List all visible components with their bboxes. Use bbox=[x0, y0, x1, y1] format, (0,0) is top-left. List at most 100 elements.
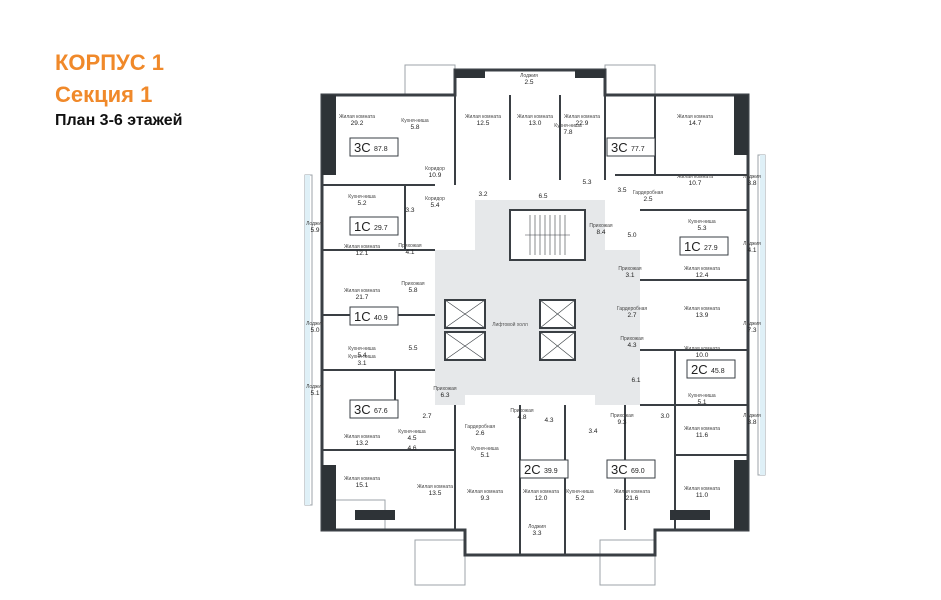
room-area: 3.4 bbox=[588, 428, 597, 435]
room-area: 22.9 bbox=[576, 120, 589, 127]
room-area: 5.1 bbox=[310, 390, 319, 397]
room-name: Кухня-ниша bbox=[348, 194, 376, 200]
room-area: 3.1 bbox=[357, 360, 366, 367]
room-area: 3.5 bbox=[617, 187, 626, 194]
apartment-badge: 1С 29.7 bbox=[349, 216, 399, 236]
apartment-type: 3С bbox=[611, 462, 628, 477]
room-area: 2.7 bbox=[422, 413, 431, 420]
room-area: 9.3 bbox=[480, 495, 489, 502]
room-name: Кухня-ниша bbox=[554, 123, 582, 129]
apartment-area: 77.7 bbox=[631, 146, 645, 153]
room: 5.0 bbox=[627, 232, 636, 239]
room-name: Жилая комната bbox=[684, 486, 720, 492]
room-area: 2.6 bbox=[475, 430, 484, 437]
apartment-type: 2С bbox=[691, 362, 708, 377]
room-name: Лоджия bbox=[528, 524, 546, 530]
room-area: 11.6 bbox=[696, 432, 709, 439]
room: 5.5 bbox=[408, 345, 417, 352]
apartment-type: 2С bbox=[524, 462, 541, 477]
apartment-area: 27.9 bbox=[704, 245, 718, 252]
room-area: 5.8 bbox=[408, 287, 417, 294]
room-name: Прихожая bbox=[510, 408, 533, 414]
room-area: 12.0 bbox=[535, 495, 548, 502]
room-area: 10.0 bbox=[696, 352, 709, 359]
structural-columns bbox=[322, 70, 748, 530]
room: 3.4 bbox=[588, 428, 597, 435]
room-name: Лоджия bbox=[743, 321, 761, 327]
room-area: 2.5 bbox=[524, 79, 533, 86]
room-area: 6.3 bbox=[440, 392, 449, 399]
room-name: Жилая комната bbox=[467, 489, 503, 495]
room: 4.3 bbox=[544, 417, 553, 424]
apartment-type: 3С bbox=[354, 140, 371, 155]
room-name: Жилая комната bbox=[417, 484, 453, 490]
room-area: 6.1 bbox=[631, 377, 640, 384]
apartment-badge: 2С 45.8 bbox=[686, 359, 736, 379]
room: 3.3 bbox=[405, 207, 414, 214]
room-area: 5.3 bbox=[697, 225, 706, 232]
room-area: 3.8 bbox=[747, 419, 756, 426]
room-area: 4.1 bbox=[405, 249, 414, 256]
room: 6.5 bbox=[538, 193, 547, 200]
room-name: Жилая комната bbox=[344, 288, 380, 294]
room-area: 3.2 bbox=[478, 191, 487, 198]
room-area: 21.6 bbox=[626, 495, 639, 502]
apartment-badge: 1С 27.9 bbox=[679, 236, 729, 256]
lift-hall-label: Лифтовой холл bbox=[492, 321, 528, 328]
room-name: Жилая комната bbox=[684, 266, 720, 272]
room-name: Кухня-ниша bbox=[401, 118, 429, 124]
room-area: 4.3 bbox=[627, 342, 636, 349]
room-area: 9.3 bbox=[617, 419, 626, 426]
room-name: Кухня-ниша bbox=[566, 489, 594, 495]
room-area: 5.3 bbox=[582, 179, 591, 186]
room-name: Прихожая bbox=[589, 223, 612, 229]
room-name: Прихожая bbox=[618, 266, 641, 272]
apartment-type: 3С bbox=[611, 140, 628, 155]
apartment-type: 1С bbox=[354, 219, 371, 234]
room-name: Коридор bbox=[425, 196, 445, 202]
room-area: 13.9 bbox=[696, 312, 709, 319]
room-name: Жилая комната bbox=[684, 346, 720, 352]
floor-plan: Лифтовой холл bbox=[304, 64, 766, 586]
room-area: 3.8 bbox=[747, 180, 756, 187]
apartment-area: 39.9 bbox=[544, 468, 558, 475]
apartment-type: 1С bbox=[354, 309, 371, 324]
interior-walls bbox=[322, 95, 748, 555]
room-name: Гардеробная bbox=[617, 306, 648, 312]
room-name: Кухня-ниша bbox=[398, 429, 426, 435]
room: 3.2 bbox=[478, 191, 487, 198]
room-area: 10.9 bbox=[429, 172, 442, 179]
apartment-badge: 3С 77.7 bbox=[606, 137, 656, 157]
room-name: Жилая комната bbox=[339, 114, 375, 120]
room-name: Кухня-ниша bbox=[688, 393, 716, 399]
loggia-nw bbox=[404, 64, 456, 96]
room-area: 12.4 bbox=[696, 272, 709, 279]
apartment-area: 29.7 bbox=[374, 225, 388, 232]
section-title: Секция 1 bbox=[55, 82, 153, 107]
apartment-area: 87.8 bbox=[374, 146, 388, 153]
loggia-se bbox=[599, 539, 656, 586]
room-name: Жилая комната bbox=[684, 426, 720, 432]
room-area: 3.1 bbox=[625, 272, 634, 279]
room-area: 5.9 bbox=[310, 227, 319, 234]
room-area: 15.1 bbox=[356, 482, 369, 489]
room-area: 12.1 bbox=[356, 250, 369, 257]
apartment-badge: 3С 69.0 bbox=[606, 459, 656, 479]
room-name: Жилая комната bbox=[344, 244, 380, 250]
